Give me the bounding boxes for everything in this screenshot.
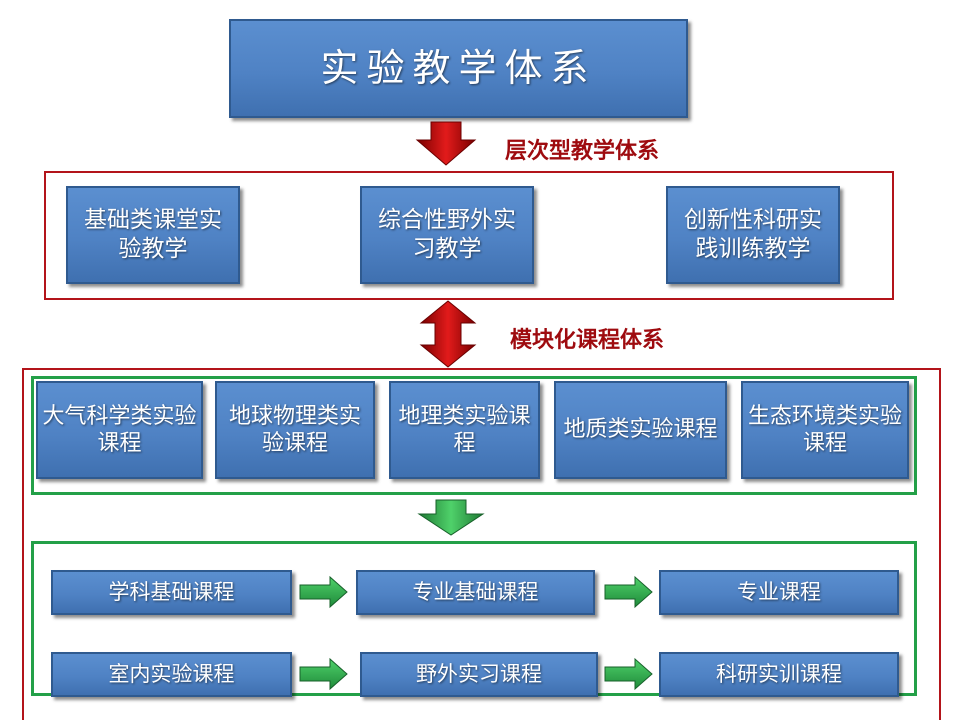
level1-label: 层次型教学体系 bbox=[505, 138, 660, 164]
flow-row1-item: 专业基础课程 bbox=[356, 570, 595, 615]
flow-row1-item: 学科基础课程 bbox=[51, 570, 292, 615]
green-right-arrow-icon bbox=[604, 575, 653, 609]
flow-row2-item: 室内实验课程 bbox=[51, 652, 292, 697]
level2-item: 地质类实验课程 bbox=[554, 381, 727, 479]
level2-item: 生态环境类实验课程 bbox=[741, 381, 909, 479]
level2-module-frame bbox=[31, 376, 917, 495]
level2-item: 地球物理类实验课程 bbox=[215, 381, 375, 479]
red-down-arrow-icon bbox=[415, 121, 477, 166]
flow-row2-item: 野外实习课程 bbox=[360, 652, 598, 697]
green-right-arrow-icon bbox=[604, 657, 653, 691]
level2-outer-frame bbox=[22, 368, 941, 720]
level1-item: 综合性野外实习教学 bbox=[360, 186, 534, 284]
level1-frame bbox=[44, 171, 894, 300]
flow-row2-item: 科研实训课程 bbox=[659, 652, 899, 697]
level2-label: 模块化课程体系 bbox=[510, 327, 665, 353]
level1-item: 创新性科研实践训练教学 bbox=[666, 186, 840, 284]
flow-row1-item: 专业课程 bbox=[659, 570, 899, 615]
red-double-arrow-icon bbox=[419, 300, 477, 368]
green-right-arrow-icon bbox=[299, 575, 348, 609]
title-box: 实验教学体系 bbox=[229, 19, 688, 118]
green-down-arrow-icon bbox=[417, 499, 485, 536]
level2-item: 地理类实验课程 bbox=[389, 381, 540, 479]
level2-item: 大气科学类实验课程 bbox=[36, 381, 203, 479]
level1-item: 基础类课堂实验教学 bbox=[66, 186, 240, 284]
green-right-arrow-icon bbox=[299, 657, 348, 691]
